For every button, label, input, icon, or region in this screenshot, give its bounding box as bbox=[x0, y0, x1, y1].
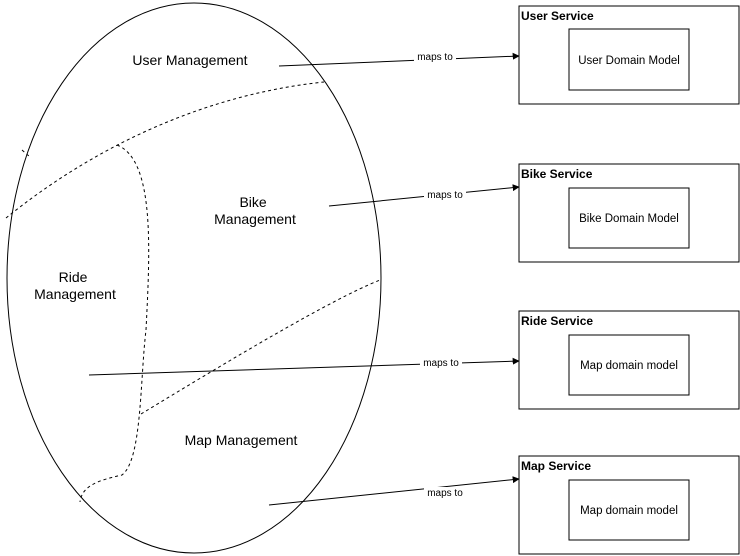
service-user: User Service User Domain Model bbox=[518, 5, 740, 105]
region-map-management: Map Management bbox=[185, 432, 298, 448]
domain-model-box bbox=[568, 28, 690, 91]
service-ride: Ride Service Map domain model bbox=[518, 310, 740, 410]
domain-model-box bbox=[568, 187, 690, 249]
region-bike-management: Bike Management bbox=[214, 194, 296, 227]
region-user-management: User Management bbox=[132, 52, 247, 68]
service-title: User Service bbox=[521, 9, 594, 23]
edge-label-bg bbox=[424, 487, 466, 498]
service-title: Map Service bbox=[521, 459, 591, 473]
boundary-user-bike bbox=[5, 81, 325, 219]
connector-user bbox=[278, 52, 520, 67]
edge-label-ride: maps to bbox=[423, 358, 459, 369]
connector-map bbox=[268, 476, 520, 506]
domain-model-label: Map domain model bbox=[580, 360, 678, 372]
domain-model-box bbox=[568, 334, 690, 396]
edge-label-bg bbox=[420, 357, 462, 368]
service-map: Map Service Map domain model bbox=[518, 455, 740, 555]
edge-label-map: maps to bbox=[427, 488, 463, 499]
service-bike: Bike Service Bike Domain Model bbox=[518, 163, 740, 263]
edge-label-bg bbox=[414, 51, 456, 62]
domain-model-label: User Domain Model bbox=[578, 55, 680, 67]
edge-label-user: maps to bbox=[417, 52, 453, 63]
boundary-tick bbox=[21, 149, 31, 158]
domain-model-label: Bike Domain Model bbox=[579, 213, 679, 225]
domain-model-label: Map domain model bbox=[580, 505, 678, 517]
edge-label-bg bbox=[424, 189, 466, 200]
service-title: Bike Service bbox=[521, 167, 593, 181]
domain-ellipse bbox=[6, 2, 382, 554]
service-title: Ride Service bbox=[521, 314, 593, 328]
edge-label-bike: maps to bbox=[427, 190, 463, 201]
domain-model-box bbox=[568, 479, 690, 541]
region-ride-management: Ride Management bbox=[34, 269, 116, 302]
